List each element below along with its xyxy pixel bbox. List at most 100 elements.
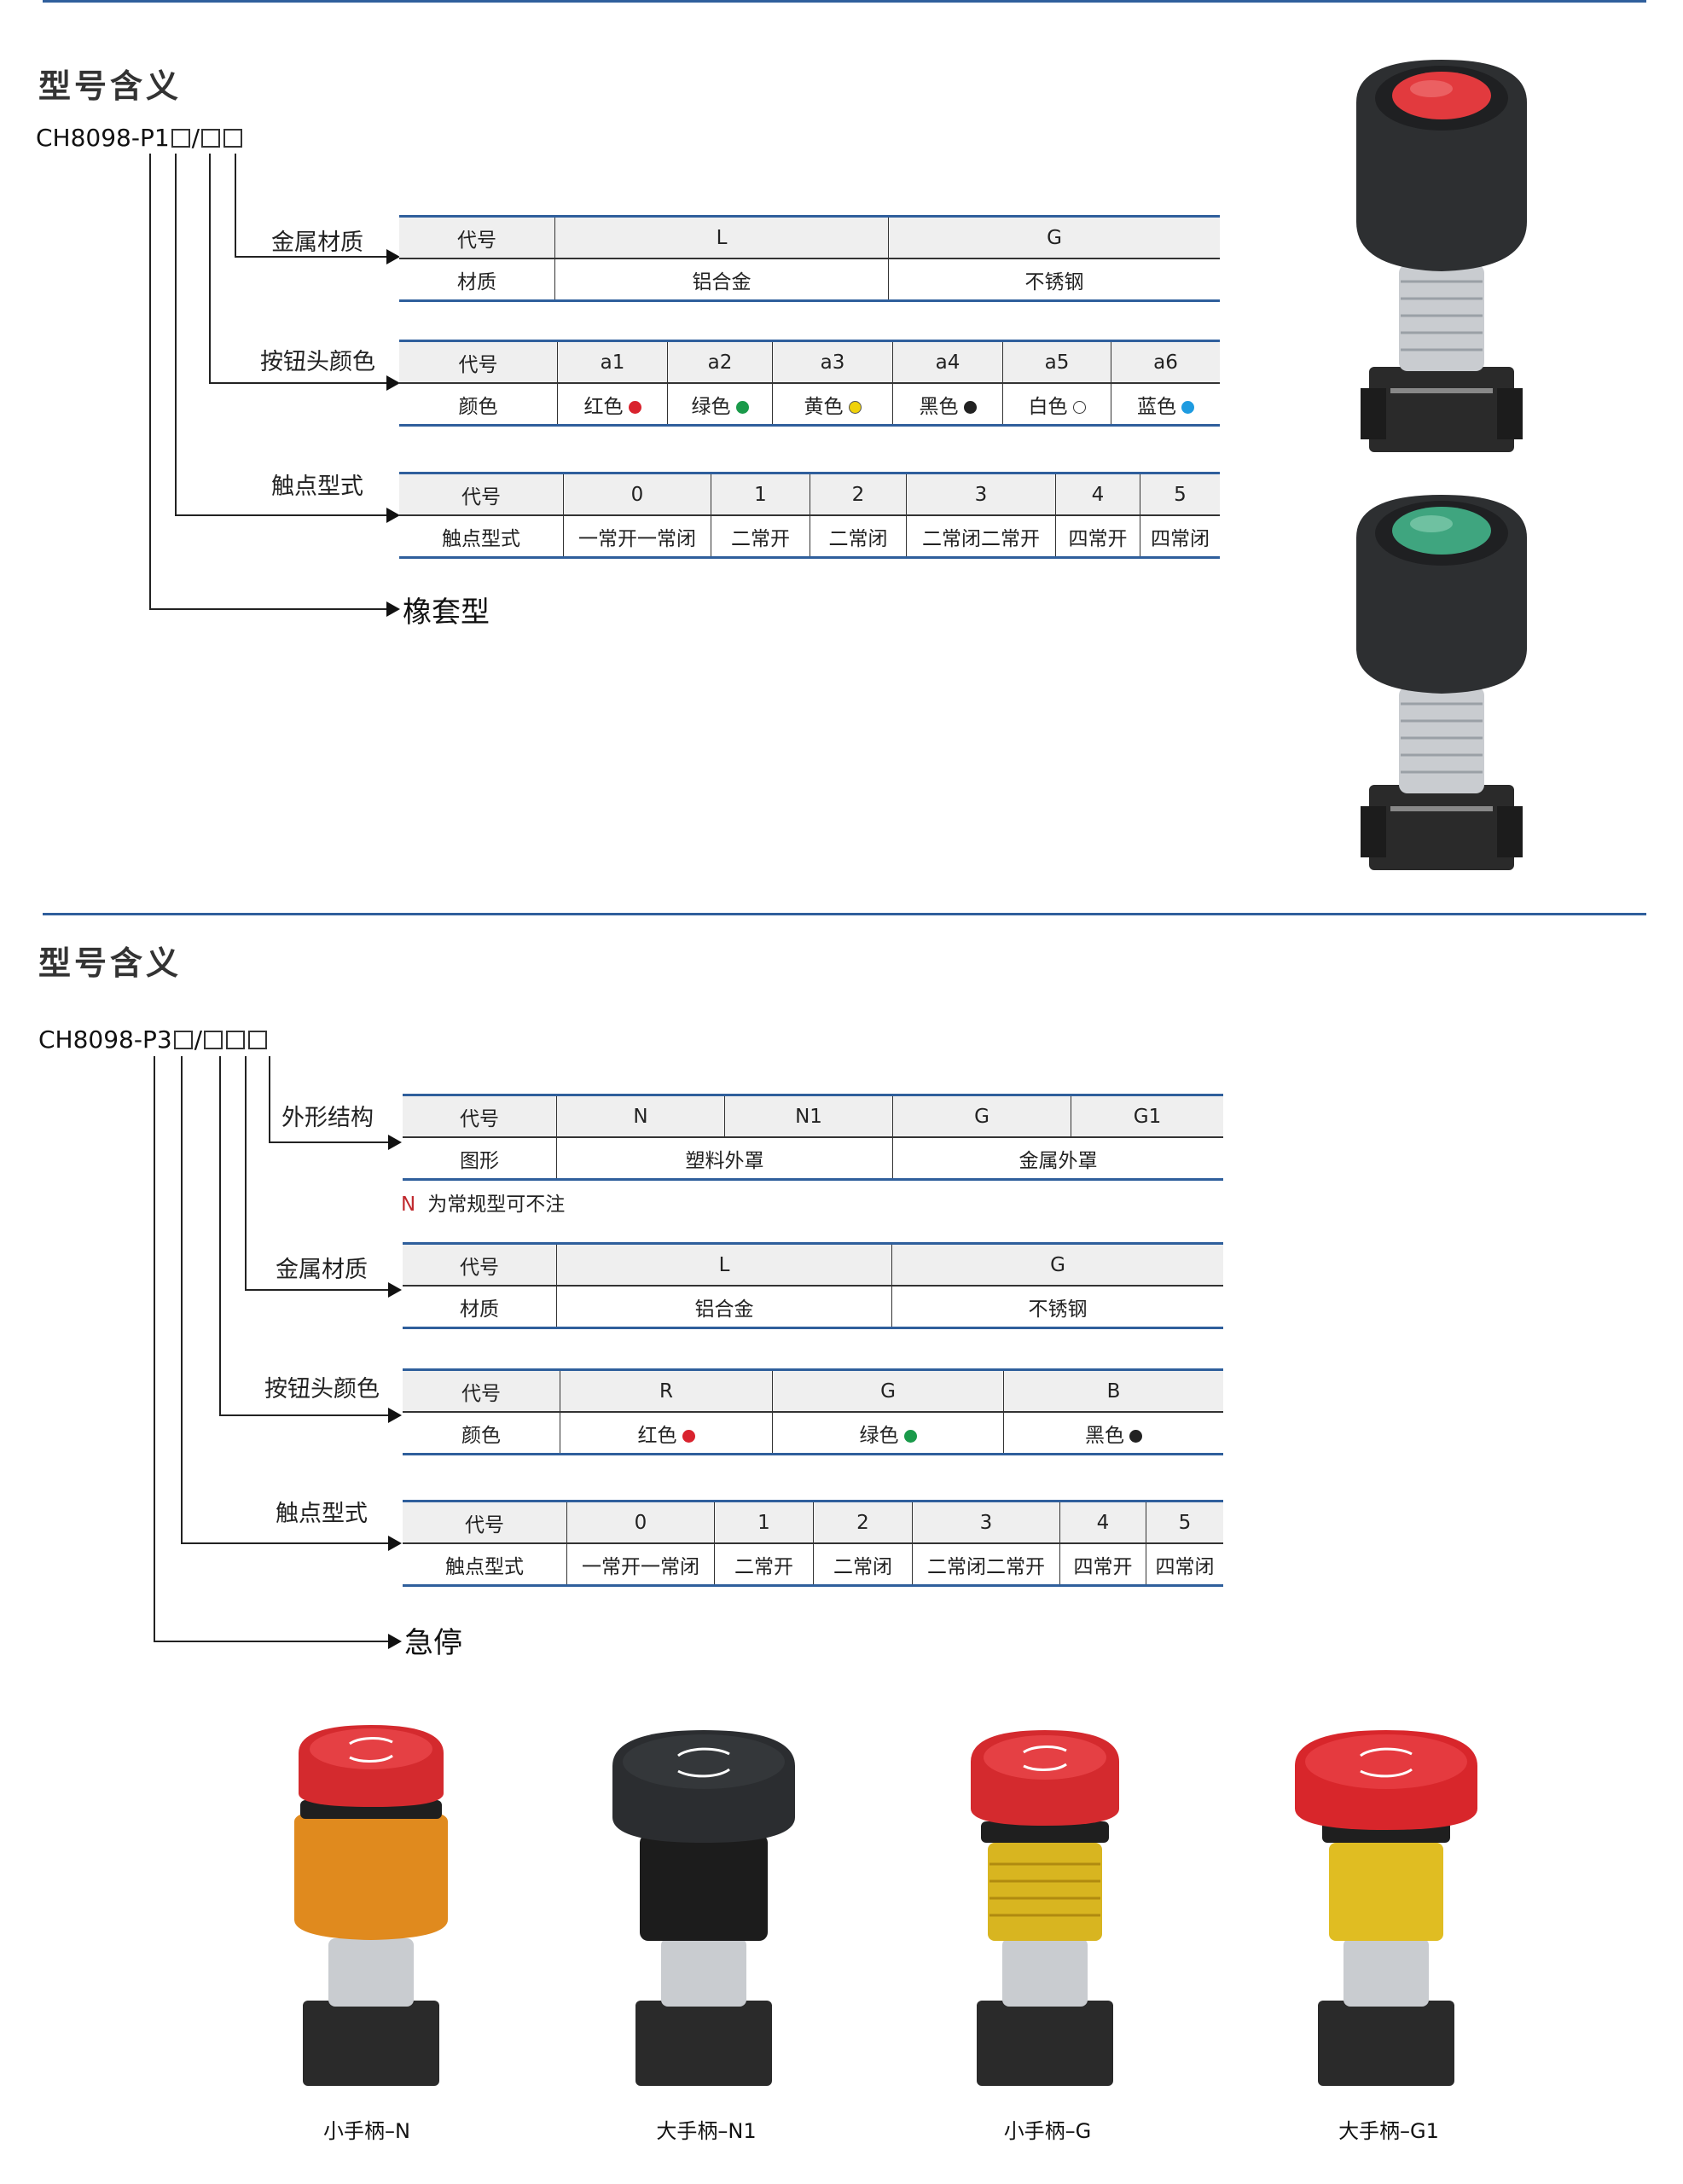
value-cell: 铝合金 xyxy=(556,1286,892,1329)
black-dot-icon xyxy=(1129,1429,1142,1443)
value-cell: 二常闭 xyxy=(813,1543,913,1587)
section-divider xyxy=(43,913,1646,915)
table-sub-cell: 材质 xyxy=(403,1286,557,1329)
table-head-cell: 代号 xyxy=(399,340,558,384)
code-box xyxy=(223,129,243,148)
code-cell: 0 xyxy=(563,472,711,516)
code-box xyxy=(226,1031,246,1049)
table-head-cell: 代号 xyxy=(403,1242,557,1287)
value-cell: 黄色 xyxy=(772,383,893,427)
product-caption: 小手柄–N xyxy=(323,2119,410,2143)
model-separator: / xyxy=(191,124,200,152)
code-cell: R xyxy=(560,1368,773,1413)
green-cap-button-icon xyxy=(1356,495,1527,870)
code-cell: 5 xyxy=(1140,472,1220,516)
code-cell: a5 xyxy=(1002,340,1111,384)
connector-line xyxy=(181,1542,390,1544)
table-shape: 代号 N N1 G G1 图形 塑料外罩 金属外罩 xyxy=(403,1094,1223,1181)
red-dot-icon xyxy=(628,400,641,414)
code-cell: 3 xyxy=(912,1500,1060,1544)
code-cell: N xyxy=(556,1094,725,1138)
code-cell: 1 xyxy=(714,1500,814,1544)
value-cell: 蓝色 xyxy=(1111,383,1220,427)
model-separator: / xyxy=(194,1025,203,1054)
table-head-cell: 代号 xyxy=(403,1368,560,1413)
table-contact: 代号 0 1 2 3 4 5 触点型式 一常开一常闭 二常开 二常闭 二常闭二常… xyxy=(403,1500,1223,1587)
value-cell: 红色 xyxy=(557,383,668,427)
table-color: 代号 R G B 颜色 红色 绿色 黑色 xyxy=(403,1368,1223,1455)
color-name: 红色 xyxy=(637,1424,677,1447)
product-caption: 大手柄–N1 xyxy=(656,2119,757,2143)
value-cell: 四常开 xyxy=(1059,1543,1146,1587)
connector-line xyxy=(181,1056,183,1544)
table-head-cell: 代号 xyxy=(403,1094,557,1138)
code-cell: a6 xyxy=(1111,340,1220,384)
code-cell: N1 xyxy=(724,1094,893,1138)
row-label-contact: 触点型式 xyxy=(271,473,363,500)
code-cell: 2 xyxy=(810,472,907,516)
color-name: 白色 xyxy=(1028,395,1068,418)
table-material: 代号 L G 材质 铝合金 不锈钢 xyxy=(403,1242,1223,1329)
row-label-material: 金属材质 xyxy=(276,1257,368,1283)
code-cell: L xyxy=(554,215,889,259)
value-cell: 不锈钢 xyxy=(891,1286,1223,1329)
value-cell: 四常闭 xyxy=(1140,515,1220,559)
large-handle-black-estop-icon xyxy=(612,1730,795,2086)
code-box xyxy=(248,1031,268,1049)
value-cell: 塑料外罩 xyxy=(556,1137,893,1181)
table-sub-cell: 材质 xyxy=(399,258,555,302)
green-dot-icon xyxy=(735,400,749,414)
product-caption: 小手柄–G xyxy=(1003,2119,1092,2143)
small-handle-metal-estop-icon xyxy=(971,1730,1119,2086)
color-name: 蓝色 xyxy=(1137,395,1176,418)
code-cell: 2 xyxy=(813,1500,913,1544)
color-name: 绿色 xyxy=(691,395,731,418)
color-name: 黄色 xyxy=(804,395,844,418)
table-material: 代号 L G 材质 铝合金 不锈钢 xyxy=(399,215,1220,302)
value-cell: 红色 xyxy=(560,1412,773,1455)
blue-dot-icon xyxy=(1181,400,1194,414)
value-cell: 不锈钢 xyxy=(888,258,1220,302)
code-cell: G xyxy=(892,1094,1071,1138)
row-label-color: 按钮头颜色 xyxy=(264,1376,380,1403)
code-cell: L xyxy=(556,1242,892,1287)
row-label-material: 金属材质 xyxy=(271,229,363,256)
code-cell: a3 xyxy=(772,340,893,384)
table-sub-cell: 触点型式 xyxy=(399,515,564,559)
code-cell: 0 xyxy=(566,1500,715,1544)
connector-line xyxy=(154,1641,390,1642)
type-word-rubber: 橡套型 xyxy=(403,595,490,630)
section1-heading: 型号含义 xyxy=(38,67,183,105)
red-cap-button-icon xyxy=(1356,60,1527,452)
connector-line xyxy=(209,382,388,384)
arrow-icon xyxy=(388,1282,402,1298)
value-cell: 黑色 xyxy=(892,383,1003,427)
section2-model-code: CH8098-P3/ xyxy=(38,1025,269,1054)
note-mark: N xyxy=(401,1194,416,1216)
value-cell: 四常开 xyxy=(1055,515,1140,559)
arrow-icon xyxy=(388,1135,402,1150)
section2-heading: 型号含义 xyxy=(38,944,183,982)
value-cell: 二常闭二常开 xyxy=(912,1543,1060,1587)
code-cell: 4 xyxy=(1055,472,1140,516)
code-cell: G xyxy=(772,1368,1004,1413)
connector-line xyxy=(269,1056,270,1143)
value-cell: 四常闭 xyxy=(1146,1543,1223,1587)
table-head-cell: 代号 xyxy=(403,1500,567,1544)
arrow-icon xyxy=(388,1634,402,1649)
value-cell: 绿色 xyxy=(667,383,773,427)
section1-model-code: CH8098-P1/ xyxy=(36,124,244,152)
code-cell: G xyxy=(891,1242,1223,1287)
connector-line xyxy=(235,256,388,258)
connector-line xyxy=(175,154,177,516)
color-name: 黑色 xyxy=(919,395,959,418)
value-cell: 二常闭 xyxy=(810,515,907,559)
value-cell: 一常开一常闭 xyxy=(563,515,711,559)
code-cell: 4 xyxy=(1059,1500,1146,1544)
code-cell: B xyxy=(1003,1368,1223,1413)
code-cell: G xyxy=(888,215,1220,259)
connector-line xyxy=(219,1056,221,1416)
code-box xyxy=(201,129,221,148)
table-sub-cell: 颜色 xyxy=(399,383,558,427)
